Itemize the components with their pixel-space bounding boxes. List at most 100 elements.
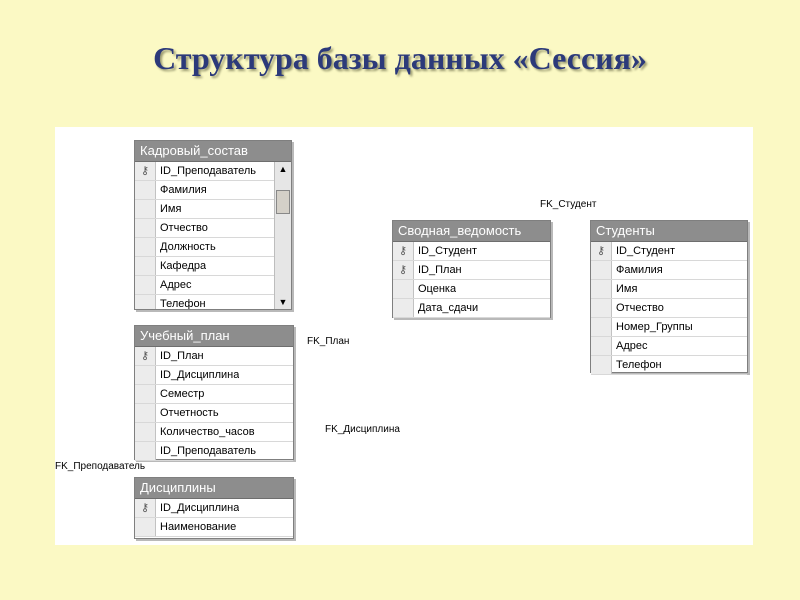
field-name: Оценка [418, 283, 457, 295]
field-row[interactable]: Отчество [135, 219, 291, 238]
key-icon: ⚷ [596, 245, 606, 257]
field-name: Имя [160, 203, 182, 215]
field-row[interactable]: ID_Преподаватель [135, 442, 293, 461]
field-name: ID_План [418, 264, 462, 276]
table-title: Студенты [591, 221, 747, 242]
field-row[interactable]: ⚷ ID_Дисциплина [135, 499, 293, 518]
field-name: ID_Дисциплина [160, 369, 240, 381]
key-icon: ⚷ [140, 502, 150, 514]
field-name: Семестр [160, 388, 205, 400]
field-row[interactable]: Телефон [591, 356, 747, 375]
row-selector[interactable] [135, 423, 156, 441]
field-row[interactable]: Фамилия [135, 181, 291, 200]
row-selector[interactable] [135, 404, 156, 422]
field-name: Телефон [160, 298, 206, 309]
field-row[interactable]: Фамилия [591, 261, 747, 280]
field-row[interactable]: Адрес [591, 337, 747, 356]
row-selector[interactable] [393, 280, 414, 298]
field-row[interactable]: Номер_Группы [591, 318, 747, 337]
field-name: ID_Дисциплина [160, 502, 240, 514]
field-row[interactable]: Кафедра [135, 257, 291, 276]
row-selector[interactable] [135, 295, 156, 309]
table-title: Дисциплины [135, 478, 293, 499]
field-row[interactable]: Телефон [135, 295, 291, 309]
field-name: ID_Студент [418, 245, 478, 257]
field-row[interactable]: Количество_часов [135, 423, 293, 442]
field-row[interactable]: ID_Дисциплина [135, 366, 293, 385]
row-selector[interactable]: ⚷ [393, 242, 414, 260]
field-name: Адрес [160, 279, 192, 291]
row-selector[interactable] [135, 181, 156, 199]
fk-disc-label: FK_Дисциплина [325, 424, 400, 435]
row-selector[interactable] [135, 238, 156, 256]
field-name: ID_Студент [616, 245, 676, 257]
fk-plan-label: FK_План [307, 336, 350, 347]
field-row[interactable]: Отчество [591, 299, 747, 318]
row-selector[interactable] [135, 200, 156, 218]
field-row[interactable]: ⚷ ID_План [393, 261, 550, 280]
row-selector[interactable] [135, 257, 156, 275]
row-selector[interactable]: ⚷ [393, 261, 414, 279]
field-name: Отчетность [160, 407, 219, 419]
row-selector[interactable] [393, 299, 414, 317]
page-title: Структура базы данных «Сессия» [153, 40, 647, 76]
table-title: Кадровый_состав [135, 141, 291, 162]
field-row[interactable]: Наименование [135, 518, 293, 537]
field-name: Фамилия [616, 264, 663, 276]
field-row[interactable]: ⚷ ID_Студент [591, 242, 747, 261]
field-row[interactable]: Имя [591, 280, 747, 299]
field-name: Кафедра [160, 260, 207, 272]
field-name: ID_Преподаватель [160, 165, 257, 177]
field-name: Количество_часов [160, 426, 255, 438]
field-row[interactable]: ⚷ ID_План [135, 347, 293, 366]
field-row[interactable]: ⚷ ID_Студент [393, 242, 550, 261]
row-selector[interactable] [135, 385, 156, 403]
row-selector[interactable] [591, 356, 612, 374]
row-selector[interactable] [591, 318, 612, 336]
row-selector[interactable] [135, 366, 156, 384]
row-selector[interactable] [135, 442, 156, 460]
field-name: Имя [616, 283, 638, 295]
fk-prepodavatel-label: FK_Преподаватель [55, 461, 146, 472]
field-name: Отчество [160, 222, 208, 234]
arrow-down-icon[interactable]: ▼ [278, 297, 288, 307]
field-name: Должность [160, 241, 216, 253]
table-title: Учебный_план [135, 326, 293, 347]
row-selector[interactable] [135, 276, 156, 294]
row-selector[interactable] [591, 299, 612, 317]
field-name: Наименование [160, 521, 237, 533]
row-selector[interactable] [591, 337, 612, 355]
field-name: Номер_Группы [616, 321, 693, 333]
field-row[interactable]: Должность [135, 238, 291, 257]
row-selector[interactable] [135, 219, 156, 237]
table-title: Сводная_ведомость [393, 221, 550, 242]
field-row[interactable]: Оценка [393, 280, 550, 299]
row-selector[interactable] [135, 518, 156, 536]
field-row[interactable]: ⚷ ID_Преподаватель [135, 162, 291, 181]
field-name: ID_План [160, 350, 204, 362]
field-row[interactable]: Имя [135, 200, 291, 219]
field-name: Отчество [616, 302, 664, 314]
arrow-up-icon[interactable]: ▲ [278, 164, 288, 174]
vertical-scrollbar[interactable]: ▲ ▼ [274, 162, 291, 309]
row-selector[interactable]: ⚷ [135, 347, 156, 365]
field-row[interactable]: Адрес [135, 276, 291, 295]
field-row[interactable]: Дата_сдачи [393, 299, 550, 318]
key-icon: ⚷ [140, 165, 150, 177]
field-row[interactable]: Семестр [135, 385, 293, 404]
field-name: Фамилия [160, 184, 207, 196]
row-selector[interactable] [591, 261, 612, 279]
row-selector[interactable]: ⚷ [591, 242, 612, 260]
row-selector[interactable] [591, 280, 612, 298]
field-row[interactable]: Отчетность [135, 404, 293, 423]
row-selector[interactable]: ⚷ [135, 499, 156, 517]
scroll-thumb[interactable] [276, 190, 290, 214]
row-selector[interactable]: ⚷ [135, 162, 156, 180]
key-icon: ⚷ [398, 245, 408, 257]
field-name: Телефон [616, 359, 662, 371]
